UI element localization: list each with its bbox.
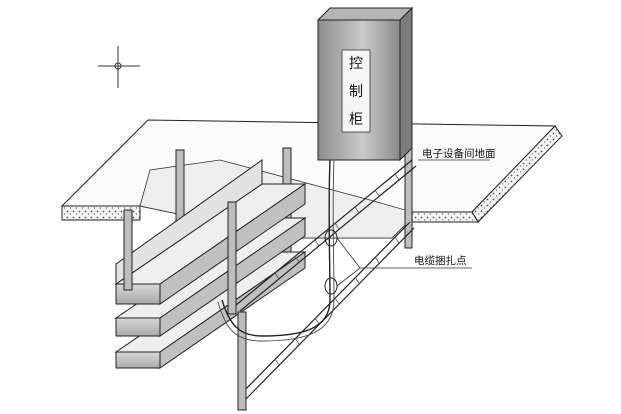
control-cabinet: 控 制 柜 <box>316 6 414 162</box>
crosshair-mark <box>98 46 140 88</box>
cable-ladder-rungs <box>274 173 400 366</box>
floor-slab-edge-front <box>411 211 479 223</box>
floor-slab-edge-left <box>61 205 141 221</box>
support-post-left <box>123 201 237 315</box>
cable-bundle-inner <box>217 159 335 342</box>
cable-bundle <box>221 159 331 337</box>
cabinet-char-3: 柜 <box>349 112 363 128</box>
floor-label: 电子设备间地面 <box>422 147 496 160</box>
cabinet-char-2: 制 <box>349 84 363 100</box>
tie-point-label: 电缆捆扎点 <box>414 254 467 267</box>
cabinet-char-1: 控 <box>349 56 363 72</box>
cable-ladder <box>235 159 417 402</box>
support-post-front <box>237 311 247 411</box>
leader-lines <box>336 159 490 287</box>
